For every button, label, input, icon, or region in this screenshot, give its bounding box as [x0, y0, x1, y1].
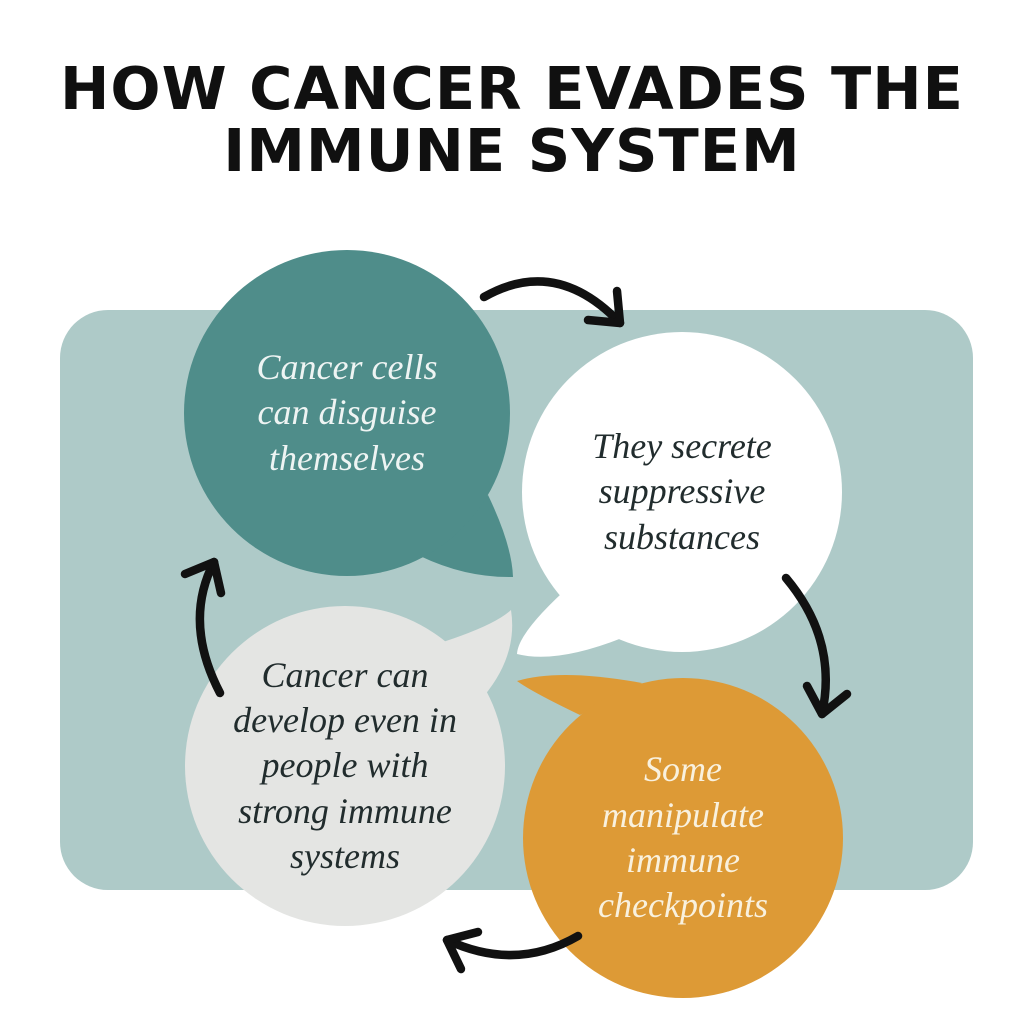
curved-arrow-gray-to-teal-icon [180, 557, 226, 698]
arrow-head [583, 286, 625, 328]
arrow-head [180, 557, 226, 598]
arrow-shaft [195, 557, 225, 698]
speech-bubble-tail [517, 674, 642, 715]
speech-bubble-circle [185, 606, 505, 926]
speech-bubble-secrete [517, 332, 842, 657]
curved-arrow-teal-to-white-icon [479, 277, 625, 328]
curved-arrow-white-to-orange-icon [781, 573, 852, 719]
arrow-shaft [479, 277, 625, 328]
speech-bubble-tail [517, 584, 622, 657]
speech-bubble-disguise [184, 250, 513, 578]
cycle-arrows [180, 277, 852, 974]
speech-bubble-tail [420, 495, 513, 578]
speech-bubble-checkpoints [517, 674, 843, 998]
arrow-head [442, 927, 483, 974]
page-title-line-1: HOW CANCER EVADES THE [60, 54, 964, 123]
page-title: HOW CANCER EVADES THE IMMUNE SYSTEM [0, 58, 1024, 182]
arrow-shaft [781, 573, 831, 719]
speech-bubble-circle [523, 678, 843, 998]
arrow-shaft [442, 931, 583, 960]
page-title-line-2: IMMUNE SYSTEM [223, 115, 801, 185]
speech-bubble-circle [184, 250, 510, 576]
speech-bubble-circle [522, 332, 842, 652]
speech-bubble-tail [443, 610, 513, 696]
arrow-head [802, 681, 852, 719]
speech-bubble-develop [185, 606, 513, 926]
curved-arrow-orange-to-gray-icon [442, 927, 583, 974]
